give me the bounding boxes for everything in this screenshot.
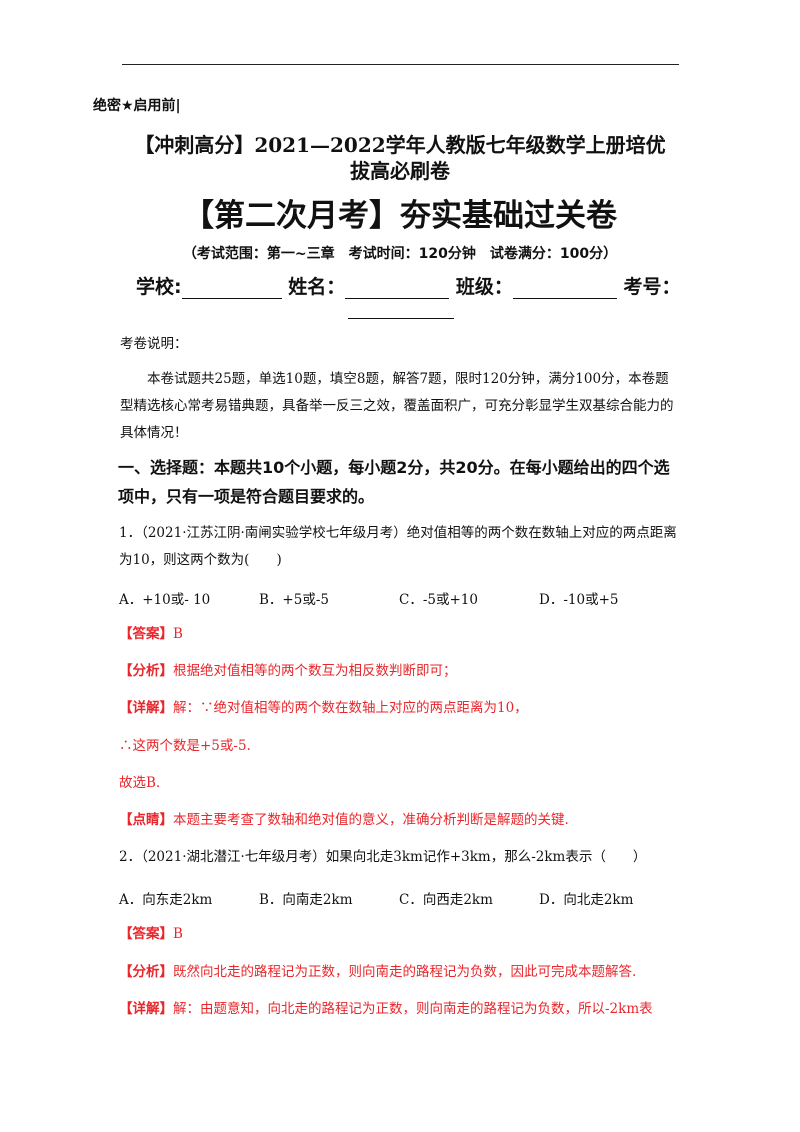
instructions-body: 本卷试题共25题，单选10题，填空8题，解答7题，限时120分钟，满分100分，…: [120, 371, 674, 441]
name-label: 姓名：: [288, 276, 346, 298]
detail-text: 解：由题意知，向北走的路程记为正数，则向南走的路程记为负数，所以-2km表: [173, 1001, 653, 1017]
title-line-2: 拔高必刷卷: [350, 159, 450, 183]
analysis-text: 既然向北走的路程记为正数，则向南走的路程记为负数，因此可完成本题解答.: [173, 964, 637, 980]
q1-detail-1: 【详解】解：∵绝对值相等的两个数在数轴上对应的两点距离为10，: [119, 698, 528, 718]
number-label: 考号：: [623, 276, 681, 298]
title-line-1: 【冲刺高分】2021—2022学年人教版七年级数学上册培优: [134, 133, 666, 157]
q1-option-d: D．-10或+5: [539, 592, 619, 608]
school-label: 学校:: [136, 276, 182, 298]
q2-detail-1: 【详解】解：由题意知，向北走的路程记为正数，则向南走的路程记为负数，所以-2km…: [119, 999, 653, 1019]
comment-text: 本题主要考查了数轴和绝对值的意义，准确分析判断是解题的关键.: [173, 812, 569, 828]
instructions-label: 考卷说明：: [120, 336, 188, 352]
q2-option-d: D．向北走2km: [539, 892, 634, 908]
q2-answer: 【答案】B: [119, 924, 183, 944]
q2-option-c: C．向西走2km: [399, 892, 493, 908]
q1-option-a: A．+10或- 10: [119, 592, 211, 608]
secret-label: 绝密★启用前|: [93, 98, 181, 114]
q1-stem: 1．（2021·江苏江阴·南闸实验学校七年级月考）绝对值相等的两个数在数轴上对应…: [119, 525, 677, 568]
answer-tag: 【答案】: [119, 626, 173, 642]
q2-options: A．向东走2km B．向南走2km C．向西走2km D．向北走2km: [119, 888, 679, 908]
q2-option-b: B．向南走2km: [259, 892, 353, 908]
q1-comment: 【点睛】本题主要考查了数轴和绝对值的意义，准确分析判断是解题的关键.: [119, 810, 569, 830]
main-title: 【第二次月考】夯实基础过关卷: [183, 198, 617, 234]
exam-scope: （考试范围：第一~三章 考试时间：120分钟 试卷满分：100分）: [182, 246, 618, 262]
detail-tag: 【详解】: [119, 700, 173, 716]
q2-stem: 2．（2021·湖北潜江·七年级月考）如果向北走3km记作+3km，那么-2km…: [119, 849, 647, 865]
class-blank[interactable]: [512, 278, 617, 299]
q1-options: A．+10或- 10 B．+5或-5 C．-5或+10 D．-10或+5: [119, 588, 679, 608]
detail-tag: 【详解】: [119, 1001, 173, 1017]
q1-answer: 【答案】B: [119, 624, 183, 644]
q1-analysis: 【分析】根据绝对值相等的两个数互为相反数判断即可；: [119, 661, 457, 681]
analysis-tag: 【分析】: [119, 964, 173, 980]
analysis-tag: 【分析】: [119, 663, 173, 679]
q1-detail-2: ∴这两个数是+5或-5.: [119, 738, 251, 754]
answer-tag: 【答案】: [119, 926, 173, 942]
header-rule: [122, 64, 679, 65]
q2-analysis: 【分析】既然向北走的路程记为正数，则向南走的路程记为负数，因此可完成本题解答.: [119, 962, 636, 982]
analysis-text: 根据绝对值相等的两个数互为相反数判断即可；: [173, 663, 457, 679]
number-blank[interactable]: [348, 318, 454, 319]
q1-option-c: C．-5或+10: [399, 592, 478, 608]
detail-text: 解：∵绝对值相等的两个数在数轴上对应的两点距离为10，: [173, 700, 528, 716]
student-fields: 学校: 姓名： 班级： 考号：: [136, 272, 681, 299]
name-blank[interactable]: [345, 278, 450, 299]
section-1-heading: 一、选择题：本题共10个小题，每小题2分，共20分。在每小题给出的四个选项中，只…: [118, 458, 670, 506]
q2-option-a: A．向东走2km: [119, 892, 213, 908]
answer-value: B: [173, 926, 183, 942]
answer-value: B: [173, 626, 183, 642]
school-blank[interactable]: [181, 278, 282, 299]
q1-option-b: B．+5或-5: [259, 592, 329, 608]
comment-tag: 【点睛】: [119, 812, 173, 828]
class-label: 班级：: [455, 276, 513, 298]
q1-detail-3: 故选B.: [119, 775, 161, 791]
